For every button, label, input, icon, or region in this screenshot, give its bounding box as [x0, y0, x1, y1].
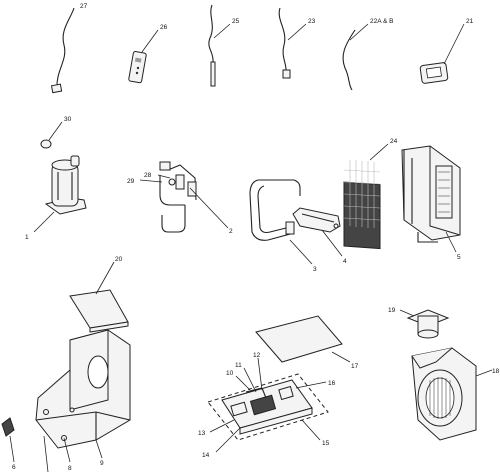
callout-28: 28: [144, 172, 152, 179]
part-9-base-pan: [35, 329, 131, 473]
part-25-sensor-probe: [208, 4, 231, 87]
callout-27: 27: [80, 3, 88, 10]
callout-8: 8: [68, 465, 72, 472]
part-27-sensor-wire: [50, 7, 75, 94]
callout-24: 24: [390, 138, 398, 145]
callout-14: 14: [202, 452, 210, 459]
callout-20: 20: [115, 256, 123, 263]
callout-3: 3: [313, 266, 317, 273]
callout-23: 23: [308, 18, 316, 25]
part-4-bracket: [292, 207, 343, 257]
callout-21: 21: [466, 18, 474, 25]
part-2-valve-assembly: [139, 161, 229, 233]
callout-26: 26: [160, 24, 168, 31]
callout-10: 10: [226, 370, 234, 377]
part-17-cover: [255, 315, 351, 363]
callout-29: 29: [127, 178, 135, 185]
part-1-compressor: [33, 155, 87, 233]
callout-9: 9: [100, 460, 104, 467]
callout-18: 18: [492, 368, 500, 375]
callout-6: 6: [12, 464, 16, 471]
callout-25: 25: [232, 18, 240, 25]
part-24-filter: [343, 143, 389, 250]
part-30-cap: [40, 121, 63, 149]
part-20-pad: [69, 261, 129, 333]
part-19-collar: [399, 309, 450, 339]
part-22-wire: [342, 23, 369, 91]
callout-16: 16: [328, 380, 336, 387]
part-16-control-box: [207, 357, 329, 453]
callout-17: 17: [351, 363, 359, 370]
callout-2: 2: [229, 228, 233, 235]
part-21-control-panel: [419, 23, 465, 84]
part-3-coil: [249, 179, 313, 265]
callout-15: 15: [322, 440, 330, 447]
callout-12: 12: [253, 352, 261, 359]
part-6-clip: [1, 417, 15, 463]
callout-1: 1: [25, 234, 29, 241]
callout-4: 4: [343, 258, 347, 265]
part-5-evaporator: [401, 145, 461, 253]
part-23-sensor: [278, 7, 307, 79]
callout-30: 30: [64, 116, 72, 123]
callout-11: 11: [235, 362, 242, 369]
part-18-blower: [411, 347, 493, 441]
callout-13: 13: [198, 430, 206, 437]
callout-22: 22A & B: [370, 18, 394, 25]
part-26-remote-control: [128, 29, 159, 84]
callout-5: 5: [457, 254, 461, 261]
callout-19: 19: [388, 307, 396, 314]
